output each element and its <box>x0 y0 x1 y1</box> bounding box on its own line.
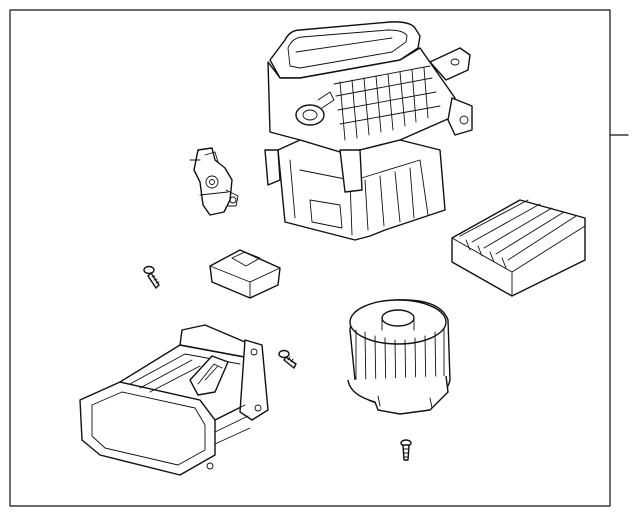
diagram-frame <box>9 9 611 507</box>
inlet-duct-icon[interactable] <box>79 324 269 476</box>
blower-motor-icon[interactable] <box>347 299 451 415</box>
screw-left-icon[interactable] <box>143 265 160 289</box>
screw-middle-icon[interactable] <box>278 349 297 369</box>
blower-resistor-icon[interactable] <box>209 249 281 299</box>
cabin-filter-icon[interactable] <box>451 199 586 297</box>
actuator-icon[interactable] <box>189 147 239 216</box>
blower-housing-icon[interactable] <box>264 21 473 241</box>
screw-bottom-icon[interactable] <box>400 439 412 461</box>
